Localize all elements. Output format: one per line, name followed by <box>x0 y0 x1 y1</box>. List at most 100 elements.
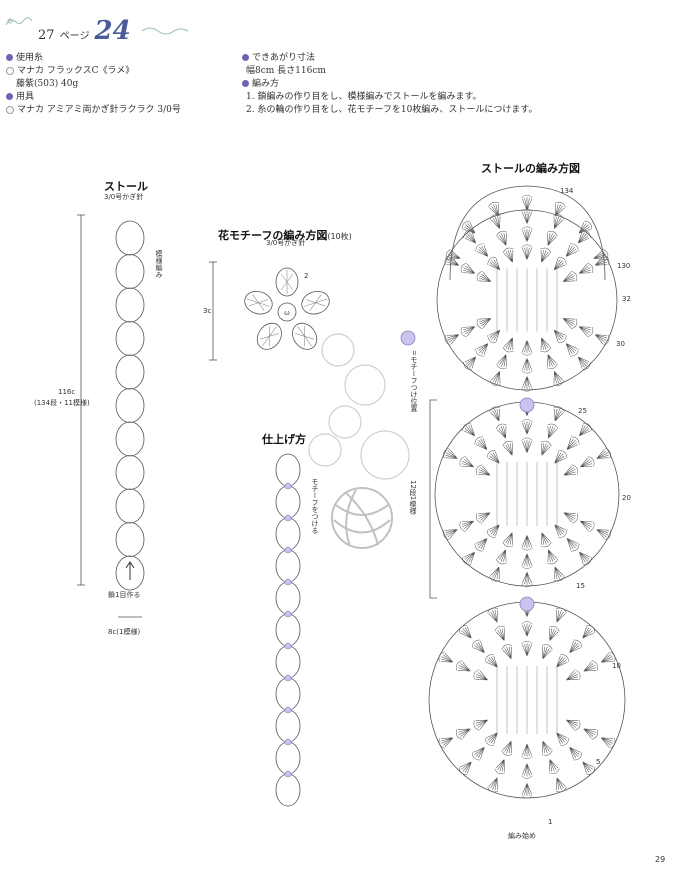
chain-start-label: 鎖1目作る <box>108 591 141 599</box>
fan-stitch-symbol <box>591 248 610 265</box>
row-number: 25 <box>578 407 587 415</box>
fan-stitch-symbol <box>521 437 533 453</box>
swirl-ornament-icon <box>5 17 33 26</box>
fan-stitch-symbol <box>521 640 533 657</box>
attached-motif-icon <box>284 610 292 618</box>
finishing-repeat-oval <box>275 581 301 615</box>
fan-stitch-symbol <box>501 530 518 549</box>
fan-stitch-symbol <box>542 547 560 566</box>
fan-stitch-symbol <box>561 241 581 261</box>
flower-motif-chart: ω <box>244 267 330 350</box>
motif-position-marker-icon <box>519 397 535 413</box>
fan-stitch-symbol <box>573 352 593 372</box>
finishing-repeat-oval <box>275 741 301 775</box>
yarn-name: マナカ フラックスC《ラメ》 <box>17 66 135 76</box>
fan-stitch-symbol <box>550 520 570 540</box>
stole-repeat-oval <box>115 254 145 289</box>
repeat-bracket <box>429 399 437 599</box>
chart-start-label: 編み始め <box>508 832 536 840</box>
fan-stitch-symbol <box>436 650 456 668</box>
finishing-title: 仕上げ方 <box>262 433 306 446</box>
bullet-icon <box>6 93 13 100</box>
stole-length-label: 116c <box>58 388 76 396</box>
finishing-repeat-oval <box>275 709 301 743</box>
fan-stitch-symbol <box>593 446 613 464</box>
attached-motif-icon <box>284 578 292 586</box>
stole-repeat-oval <box>115 421 145 457</box>
fan-stitch-symbol <box>563 668 583 686</box>
stole-chart-title: ストールの編み方図 <box>481 162 580 175</box>
fan-stitch-symbol <box>461 228 481 248</box>
fan-stitch-symbol <box>474 269 494 287</box>
svg-text:ω: ω <box>284 309 290 317</box>
fan-stitch-symbol <box>458 321 478 339</box>
motif-hook: 3/0号かぎ針 <box>266 239 306 247</box>
stole-repeat-oval <box>115 488 145 524</box>
size-heading: できあがり寸法 <box>252 53 316 63</box>
fan-stitch-symbol <box>460 420 480 440</box>
fan-stitch-symbol <box>441 524 461 542</box>
fan-stitch-symbol <box>542 422 560 441</box>
fan-stitch-symbol <box>576 321 596 339</box>
fan-stitch-symbol <box>521 358 533 374</box>
attached-motif-icon <box>284 546 292 554</box>
fan-stitch-symbol <box>494 547 512 566</box>
fan-stitch-symbol <box>574 420 594 440</box>
fan-stitch-symbol <box>454 723 474 741</box>
instruction-step: 2. 糸の輪の作り目をし、花モチーフを10枚編み、ストールにつけます。 <box>246 105 538 115</box>
fan-stitch-symbol <box>444 248 463 265</box>
fan-stitch-symbol <box>521 226 533 242</box>
fan-stitch-symbol <box>470 743 489 763</box>
bullet-icon <box>6 54 13 61</box>
motif-title-row: 花モチーフの編み方図(10枚) <box>218 224 352 243</box>
fan-stitch-symbol <box>535 335 553 354</box>
fan-stitch-symbol <box>454 659 474 677</box>
row-number: 1 <box>548 818 553 826</box>
finishing-repeat-oval <box>275 485 301 519</box>
fan-stitch-symbol <box>500 642 517 662</box>
fan-stitch-symbol <box>521 783 533 799</box>
fan-stitch-symbol <box>521 340 533 356</box>
motif-position-legend-icon <box>400 330 416 346</box>
fan-stitch-symbol <box>551 606 568 625</box>
fan-stitch-symbol <box>549 404 566 424</box>
fan-stitch-symbol <box>576 261 596 279</box>
fan-stitch-symbol <box>501 335 519 354</box>
ref-page-number: 27 <box>38 28 55 43</box>
fan-stitch-symbol <box>486 606 503 625</box>
fan-stitch-symbol <box>472 534 492 554</box>
attached-motif-icon <box>284 738 292 746</box>
fan-stitch-symbol <box>598 650 618 668</box>
fan-stitch-symbol <box>560 313 580 331</box>
instructions-block: できあがり寸法 幅8cm 長さ116cm 編み方 1. 鎖編みの作り目をし、模様… <box>242 52 602 117</box>
row-number: 32 <box>622 295 631 303</box>
stole-schematic <box>115 220 145 591</box>
fan-stitch-symbol <box>521 743 533 760</box>
attached-motif-icon <box>284 770 292 778</box>
finishing-schematic <box>275 453 301 807</box>
fan-stitch-symbol <box>521 571 533 588</box>
fan-stitch-symbol <box>495 229 512 248</box>
method-heading: 編み方 <box>252 79 280 89</box>
fan-stitch-symbol <box>441 446 461 464</box>
row-number: 30 <box>616 340 625 348</box>
fan-stitch-symbol <box>483 728 502 748</box>
fan-stitch-symbol <box>495 352 512 371</box>
fan-stitch-symbol <box>484 520 504 540</box>
attached-motif-icon <box>284 514 292 522</box>
motif-round-label: 2 <box>304 272 309 280</box>
row-number: 15 <box>576 582 585 590</box>
bullet-icon <box>242 54 249 61</box>
motif-count: (10枚) <box>327 232 352 241</box>
attach-position-label: =モチーフつけ位置 <box>410 350 418 412</box>
fan-stitch-symbol <box>537 642 554 662</box>
attached-motif-icon <box>284 674 292 682</box>
fan-stitch-symbol <box>563 714 583 732</box>
fan-stitch-symbol <box>501 439 518 458</box>
fan-stitch-symbol <box>521 535 533 551</box>
fan-stitch-symbol <box>578 757 598 777</box>
fan-stitch-symbol <box>521 376 533 392</box>
fan-stitch-symbol <box>500 738 517 758</box>
fan-stitch-symbol <box>578 623 598 643</box>
fan-stitch-symbol <box>457 515 477 534</box>
